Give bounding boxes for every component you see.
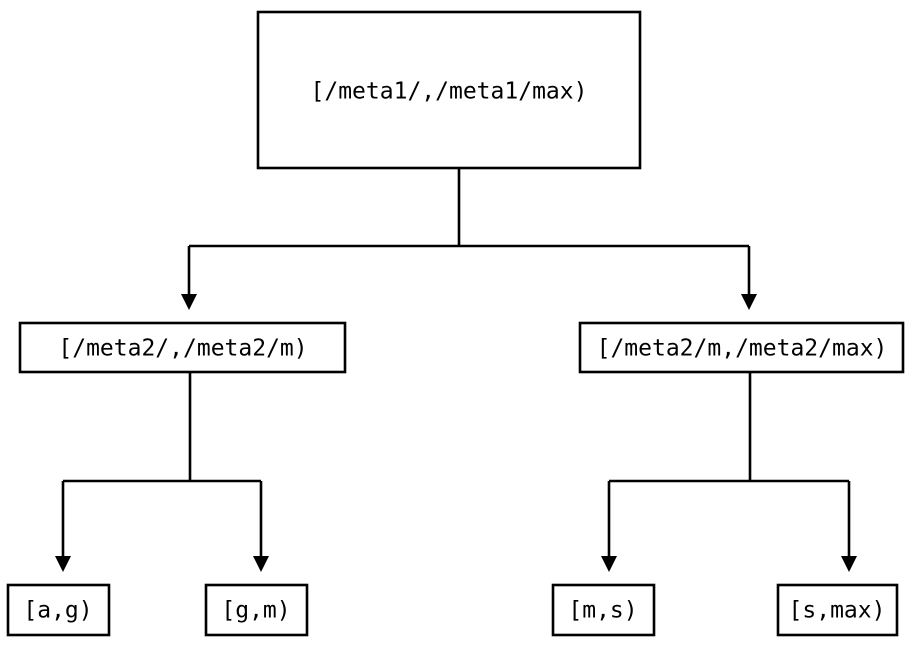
node-leaf-2[interactable]: [g,m) [204, 583, 309, 637]
node-mid-left[interactable]: [/meta2/,/meta2/m) [18, 321, 347, 374]
node-mid-right[interactable]: [/meta2/m,/meta2/max) [578, 321, 905, 374]
arrowhead-midright-to-leaf3 [601, 556, 617, 572]
node-root[interactable]: [/meta1/,/meta1/max) [256, 10, 642, 170]
arrowhead-midleft-to-leaf1 [55, 556, 71, 572]
node-leaf-4[interactable]: [s,max) [776, 583, 899, 637]
node-mid-right-label: [/meta2/m,/meta2/max) [597, 336, 888, 362]
node-root-box [256, 10, 642, 170]
node-leaf-3-label: [m,s) [568, 598, 637, 624]
edge-group-midright-to-leaves [601, 372, 857, 572]
node-leaf-3-box [551, 583, 656, 637]
edge-group-root-to-mid [181, 168, 757, 310]
node-leaf-2-label: [g,m) [221, 598, 290, 624]
node-mid-left-label: [/meta2/,/meta2/m) [58, 336, 307, 362]
node-leaf-4-box [776, 583, 899, 637]
node-leaf-1[interactable]: [a,g) [6, 583, 111, 637]
arrowhead-midleft-to-leaf2 [253, 556, 269, 572]
edge-group-midleft-to-leaves [55, 372, 269, 572]
node-leaf-3[interactable]: [m,s) [551, 583, 656, 637]
node-mid-left-box [18, 321, 347, 374]
arrowhead-root-to-mid-right [741, 294, 757, 310]
arrowhead-root-to-mid-left [181, 294, 197, 310]
node-mid-right-box [578, 321, 905, 374]
node-root-label: [/meta1/,/meta1/max) [311, 79, 588, 105]
node-leaf-2-box [204, 583, 309, 637]
node-leaf-1-box [6, 583, 111, 637]
arrowhead-midright-to-leaf4 [841, 556, 857, 572]
node-leaf-4-label: [s,max) [789, 598, 886, 624]
node-leaf-1-label: [a,g) [23, 598, 92, 624]
